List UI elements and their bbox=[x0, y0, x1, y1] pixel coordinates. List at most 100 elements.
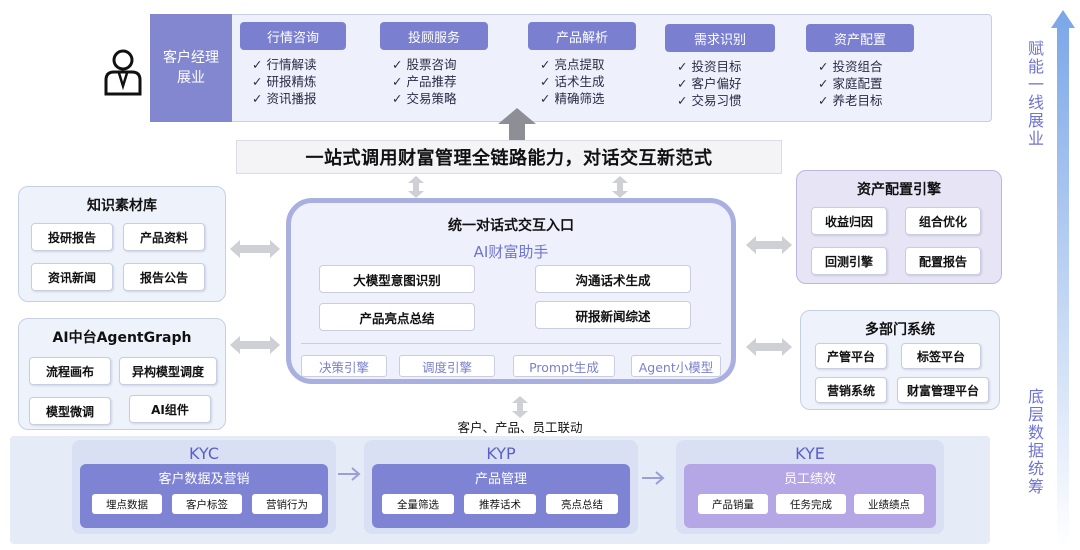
column-title: 投顾服务 bbox=[380, 22, 488, 50]
vertical-progress-arrow-icon bbox=[1050, 6, 1076, 546]
column-advisory-service: 投顾服务 ✓ 股票咨询 ✓ 产品推荐 ✓ 交易策略 bbox=[380, 22, 488, 107]
column-item: ✓ 交易习惯 bbox=[677, 93, 742, 108]
chip-ai-components: AI组件 bbox=[129, 395, 211, 423]
chip-news: 资讯新闻 bbox=[31, 263, 113, 291]
column-title: 行情咨询 bbox=[240, 22, 346, 50]
chip-model-scheduling: 异构模型调度 bbox=[119, 357, 217, 385]
chip-customer-tags: 客户标签 bbox=[172, 494, 242, 514]
kyc-inner-title: 客户数据及营销 bbox=[158, 472, 250, 487]
column-needs-identification: 需求识别 ✓ 投资目标 ✓ 客户偏好 ✓ 交易习惯 bbox=[665, 24, 775, 109]
chip-model-finetune: 模型微调 bbox=[29, 397, 111, 425]
chip-tag-platform: 标签平台 bbox=[901, 343, 981, 369]
vertical-double-arrow-icon bbox=[408, 176, 424, 198]
hub-title: 统一对话式交互入口 bbox=[448, 218, 574, 234]
chip-portfolio-optimization: 组合优化 bbox=[905, 207, 981, 235]
chip-return-attribution: 收益归因 bbox=[811, 207, 887, 235]
empower-frontline-text: 赋能一线展业 bbox=[1025, 40, 1044, 148]
panel-title: 知识素材库 bbox=[87, 198, 157, 214]
chip-highlight-summary-bottom: 亮点总结 bbox=[546, 494, 618, 514]
link-label: 客户、产品、员工联动 bbox=[457, 419, 583, 435]
column-item: ✓ 养老目标 bbox=[818, 93, 883, 108]
column-market-consulting: 行情咨询 ✓ 行情解读 ✓ 研报精炼 ✓ 资讯播报 bbox=[240, 22, 346, 107]
chip-prompt-generation: Prompt生成 bbox=[513, 355, 615, 377]
chip-recommend-script: 推荐话术 bbox=[464, 494, 536, 514]
chip-allocation-report: 配置报告 bbox=[905, 247, 981, 275]
column-item: ✓ 资讯播报 bbox=[252, 91, 317, 106]
chip-flow-canvas: 流程画布 bbox=[29, 357, 111, 385]
ai-wealth-assistant-hub: 统一对话式交互入口 AI财富助手 大模型意图识别 沟通话术生成 产品亮点总结 研… bbox=[286, 198, 736, 384]
chip-announcements: 报告公告 bbox=[123, 263, 205, 291]
vertical-double-arrow-icon bbox=[512, 396, 528, 418]
chip-scheduling-engine: 调度引擎 bbox=[399, 355, 495, 377]
vertical-double-arrow-icon bbox=[612, 176, 628, 198]
kye-title: KYE bbox=[795, 444, 825, 463]
column-item: ✓ 行情解读 bbox=[252, 57, 317, 72]
column-item: ✓ 亮点提取 bbox=[540, 57, 605, 72]
kye-inner-title: 员工绩效 bbox=[783, 472, 836, 487]
chip-product-material: 产品资料 bbox=[123, 223, 205, 251]
up-arrow-icon bbox=[498, 108, 536, 142]
column-asset-allocation: 资产配置 ✓ 投资组合 ✓ 家庭配置 ✓ 养老目标 bbox=[806, 24, 914, 109]
panel-title: 资产配置引擎 bbox=[857, 182, 941, 198]
column-product-analysis: 产品解析 ✓ 亮点提取 ✓ 话术生成 ✓ 精确筛选 bbox=[528, 22, 636, 107]
right-arrow-icon bbox=[642, 470, 666, 485]
hub-subtitle: AI财富助手 bbox=[473, 243, 549, 261]
chip-news-review: 研报新闻综述 bbox=[535, 301, 691, 329]
chip-tracking-data: 埋点数据 bbox=[92, 494, 162, 514]
chip-script-generation: 沟通话术生成 bbox=[535, 265, 691, 293]
column-title: 需求识别 bbox=[665, 24, 775, 52]
chip-agent-small-model: Agent小模型 bbox=[631, 355, 721, 377]
chip-product-sales: 产品销量 bbox=[698, 494, 768, 514]
kye-inner: 员工绩效 产品销量 任务完成 业绩绩点 bbox=[684, 464, 936, 528]
panel-title: AI中台AgentGraph bbox=[52, 330, 192, 346]
kyp-inner-title: 产品管理 bbox=[474, 472, 527, 487]
knowledge-library-panel: 知识素材库 投研报告 产品资料 资讯新闻 报告公告 bbox=[18, 186, 226, 302]
kyc-panel: KYC 客户数据及营销 埋点数据 客户标签 营销行为 bbox=[72, 440, 336, 534]
column-item: ✓ 股票咨询 bbox=[392, 57, 457, 72]
column-title: 产品解析 bbox=[528, 22, 636, 50]
kyp-title: KYP bbox=[486, 444, 516, 463]
manager-person-icon bbox=[100, 46, 146, 96]
column-item: ✓ 投资组合 bbox=[818, 59, 883, 74]
kyp-inner: 产品管理 全量筛选 推荐话术 亮点总结 bbox=[372, 464, 630, 528]
chip-performance-points: 业绩绩点 bbox=[854, 494, 924, 514]
column-item: ✓ 家庭配置 bbox=[818, 76, 883, 91]
column-item: ✓ 研报精炼 bbox=[252, 74, 317, 89]
asset-allocation-engine-panel: 资产配置引擎 收益归因 组合优化 回测引擎 配置报告 bbox=[796, 170, 1002, 284]
chip-backtest-engine: 回测引擎 bbox=[811, 247, 887, 275]
agentgraph-panel: AI中台AgentGraph 流程画布 异构模型调度 模型微调 AI组件 bbox=[18, 318, 226, 430]
column-item: ✓ 精确筛选 bbox=[540, 91, 605, 106]
column-item: ✓ 客户偏好 bbox=[677, 76, 742, 91]
chip-task-completion: 任务完成 bbox=[776, 494, 846, 514]
role-line-2: 展业 bbox=[177, 70, 205, 86]
chip-product-management-platform: 产管平台 bbox=[815, 343, 887, 369]
chip-research-report: 投研报告 bbox=[31, 223, 113, 251]
column-item: ✓ 投资目标 bbox=[677, 59, 742, 74]
column-title: 资产配置 bbox=[806, 24, 914, 52]
role-box: 客户经理 展业 bbox=[150, 14, 232, 122]
chip-decision-engine: 决策引擎 bbox=[301, 355, 387, 377]
horizontal-double-arrow-icon bbox=[746, 338, 792, 356]
kyc-inner: 客户数据及营销 埋点数据 客户标签 营销行为 bbox=[80, 464, 328, 528]
multi-department-panel: 多部门系统 产管平台 标签平台 营销系统 财富管理平台 bbox=[800, 310, 1000, 410]
chip-wealth-platform: 财富管理平台 bbox=[897, 377, 989, 403]
data-foundation-text: 底层数据统筹 bbox=[1025, 388, 1044, 496]
chip-marketing-system: 营销系统 bbox=[815, 377, 887, 403]
column-item: ✓ 交易策略 bbox=[392, 91, 457, 106]
chip-marketing-behavior: 营销行为 bbox=[252, 494, 322, 514]
role-line-1: 客户经理 bbox=[163, 50, 219, 66]
hub-divider bbox=[301, 343, 721, 344]
kyc-title: KYC bbox=[189, 444, 219, 463]
horizontal-double-arrow-icon bbox=[230, 240, 280, 258]
column-item: ✓ 产品推荐 bbox=[392, 74, 457, 89]
horizontal-double-arrow-icon bbox=[230, 336, 280, 354]
kyp-panel: KYP 产品管理 全量筛选 推荐话术 亮点总结 bbox=[364, 440, 638, 534]
chip-full-screening: 全量筛选 bbox=[382, 494, 454, 514]
horizontal-double-arrow-icon bbox=[746, 236, 792, 254]
main-banner: 一站式调用财富管理全链路能力，对话交互新范式 bbox=[236, 140, 782, 174]
chip-highlight-summary: 产品亮点总结 bbox=[319, 303, 475, 331]
kye-panel: KYE 员工绩效 产品销量 任务完成 业绩绩点 bbox=[676, 440, 944, 534]
chip-intent-recognition: 大模型意图识别 bbox=[319, 265, 475, 293]
right-arrow-icon bbox=[338, 466, 362, 481]
panel-title: 多部门系统 bbox=[865, 322, 935, 338]
